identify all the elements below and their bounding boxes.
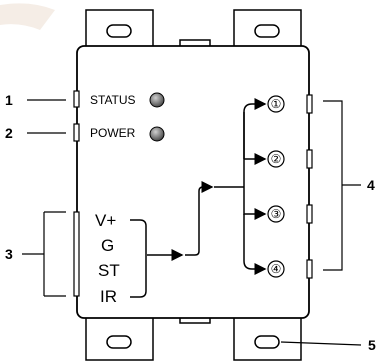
port-2-number: ② [271, 152, 282, 166]
power-label: POWER [90, 126, 136, 140]
port-4: ④ [267, 260, 285, 278]
input-label-st: ST [98, 261, 120, 280]
input-bracket [130, 219, 147, 298]
signal-arrow-port-1 [243, 98, 267, 187]
port-1-number: ① [271, 97, 282, 111]
signal-arrow-port-4 [243, 214, 267, 275]
port-1-notch [306, 94, 313, 114]
signal-arrow-2 [185, 181, 214, 256]
port-1: ① [267, 95, 285, 113]
background-mark [0, 3, 55, 30]
input-label-ir: IR [100, 287, 117, 306]
power-led-icon [149, 126, 165, 142]
port-4-number: ④ [271, 262, 282, 276]
port-2-notch [306, 149, 313, 169]
callout-1: 1 [5, 92, 13, 108]
status-label: STATUS [90, 93, 136, 107]
enclosure-body [76, 45, 310, 319]
port-3-number: ③ [271, 207, 282, 221]
port-4-notch [306, 259, 313, 279]
input-label-g: G [101, 236, 114, 255]
callout-2: 2 [5, 125, 13, 141]
callout-3: 3 [5, 246, 13, 262]
callout-5-line [280, 341, 362, 346]
bottom-center-bump [179, 318, 211, 324]
status-led-icon [149, 92, 165, 108]
callout-4-bracket [323, 100, 361, 271]
port-3: ③ [267, 205, 285, 223]
port-2: ② [267, 150, 285, 168]
top-center-bump [179, 39, 211, 46]
callout-5: 5 [368, 337, 376, 353]
mounting-tab-bottom-left [85, 311, 154, 361]
callout-3-bracket [22, 211, 66, 297]
input-label-vplus: V+ [95, 211, 116, 230]
port-3-notch [306, 204, 313, 224]
power-led-notch [73, 123, 80, 142]
mounting-tab-bottom-right [233, 311, 302, 361]
status-led-notch [73, 90, 80, 108]
input-connector [73, 211, 80, 297]
callout-4: 4 [367, 177, 375, 193]
